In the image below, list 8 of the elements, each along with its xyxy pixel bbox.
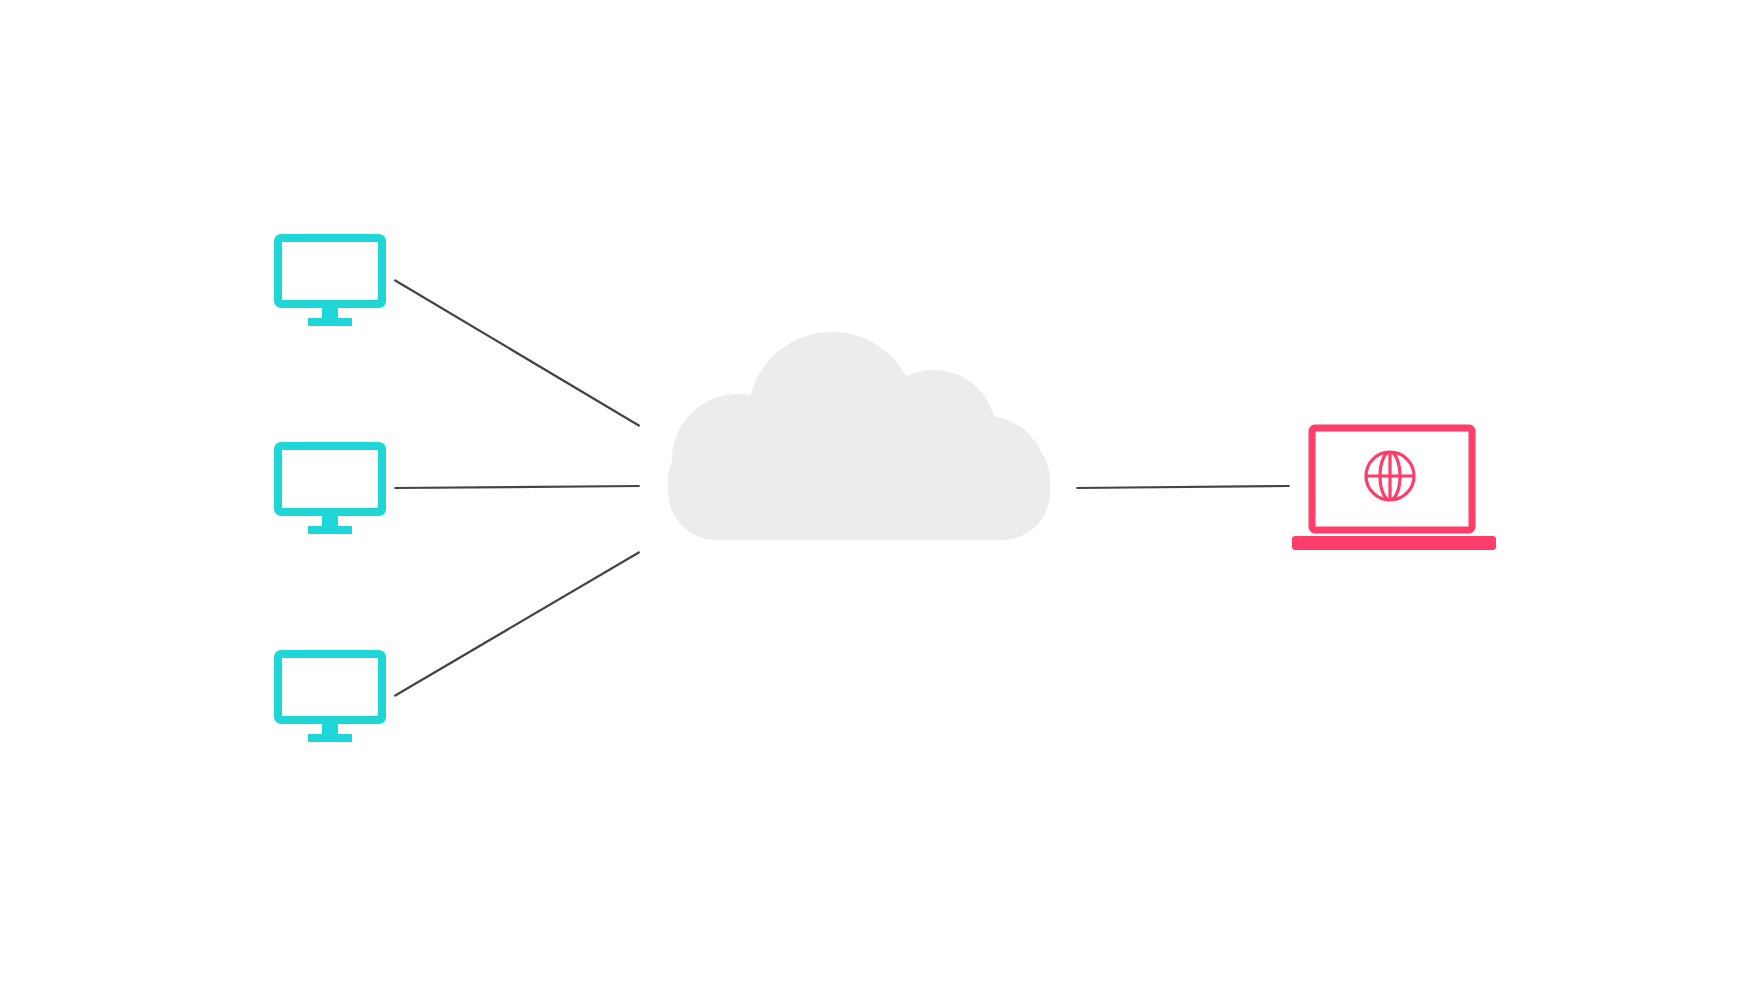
connector-line <box>394 484 640 490</box>
connector-line <box>1076 484 1290 490</box>
connector-line <box>393 551 641 697</box>
monitor-icon <box>274 442 386 534</box>
monitor-icon <box>274 650 386 742</box>
monitor-icon <box>274 234 386 326</box>
laptop-icon <box>1292 424 1496 550</box>
connector-line <box>393 279 641 427</box>
